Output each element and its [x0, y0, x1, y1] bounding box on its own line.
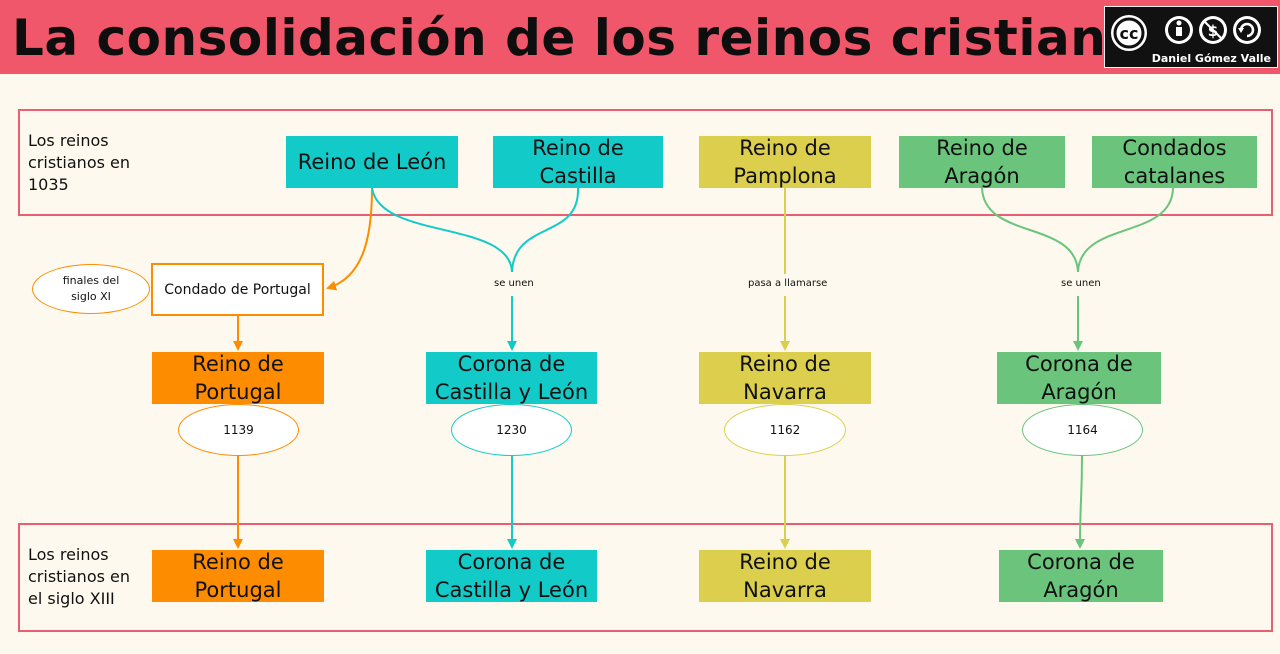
license-icons: cc $: [1111, 15, 1261, 51]
node-reino-castilla: Reino de Castilla: [493, 136, 663, 188]
license-credit: Daniel Gómez Valle: [1151, 52, 1271, 65]
bottom-section-frame: [18, 523, 1273, 632]
edge-label-se-unen-castilla: se unen: [491, 278, 537, 289]
node-reino-aragon: Reino de Aragón: [899, 136, 1065, 188]
node-reino-pamplona: Reino de Pamplona: [699, 136, 871, 188]
edge-label-se-unen-aragon: se unen: [1058, 278, 1104, 289]
node-bottom-corona-aragon: Corona de Aragón: [999, 550, 1163, 602]
edge-label-pasa-a-llamarse: pasa a llamarse: [745, 278, 831, 289]
node-condados-catalanes: Condados catalanes: [1092, 136, 1257, 188]
header-bar: La consolidación de los reinos cristiano…: [0, 0, 1280, 74]
node-mid-corona-aragon: Corona de Aragón: [997, 352, 1161, 404]
cc-icon: cc: [1111, 15, 1147, 51]
top-section-frame: [18, 109, 1273, 216]
sa-icon: [1233, 16, 1261, 44]
link-leon-condado: [326, 187, 373, 291]
year-aragon: 1164: [1022, 404, 1143, 456]
license-badge: cc $ Daniel Gómez Valle: [1104, 6, 1278, 68]
link-catalanes-merge: [1077, 187, 1174, 273]
link-castilla-merge: [511, 187, 580, 273]
year-portugal: 1139: [178, 404, 299, 456]
node-mid-corona-castilla-leon: Corona de Castilla y León: [426, 352, 597, 404]
node-bottom-corona-castilla-leon: Corona de Castilla y León: [426, 550, 597, 602]
by-icon: [1165, 16, 1193, 44]
node-reino-leon: Reino de León: [286, 136, 458, 188]
node-condado-portugal: Condado de Portugal: [151, 263, 324, 316]
bottom-section-label: Los reinos cristianos en el siglo XIII: [28, 545, 131, 608]
condado-date-note: finales del siglo XI: [32, 264, 150, 314]
node-mid-reino-navarra: Reino de Navarra: [699, 352, 871, 404]
year-navarra: 1162: [724, 404, 846, 456]
page-title: La consolidación de los reinos cristiano…: [12, 9, 1172, 67]
svg-text:cc: cc: [1120, 24, 1139, 43]
year-castilla-leon: 1230: [451, 404, 572, 456]
link-aragon-merge: [981, 187, 1079, 273]
link-aragon-bottom: [1075, 455, 1086, 549]
nc-icon: $: [1199, 16, 1227, 44]
node-mid-reino-portugal: Reino de Portugal: [152, 352, 324, 404]
top-section-label: Los reinos cristianos en 1035: [28, 131, 131, 194]
node-bottom-reino-portugal: Reino de Portugal: [152, 550, 324, 602]
link-leon-merge: [371, 187, 513, 273]
node-bottom-reino-navarra: Reino de Navarra: [699, 550, 871, 602]
